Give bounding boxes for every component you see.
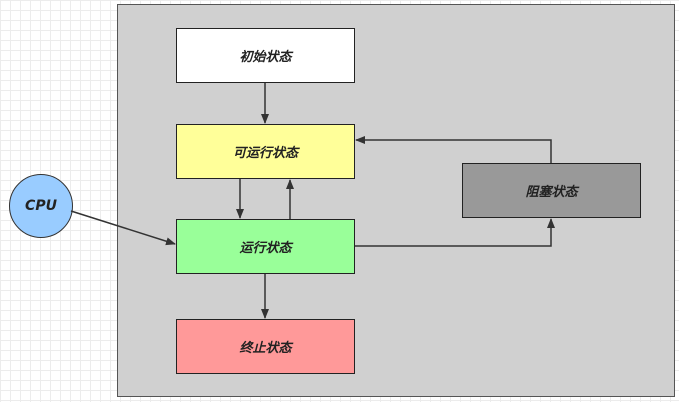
node-cpu: CPU: [9, 174, 73, 238]
node-runnable-state: 可运行状态: [176, 124, 355, 179]
node-terminated-state: 终止状态: [176, 319, 355, 374]
node-initial-state: 初始状态: [176, 28, 355, 83]
node-blocked-state: 阻塞状态: [462, 163, 641, 218]
node-running-state: 运行状态: [176, 219, 355, 274]
